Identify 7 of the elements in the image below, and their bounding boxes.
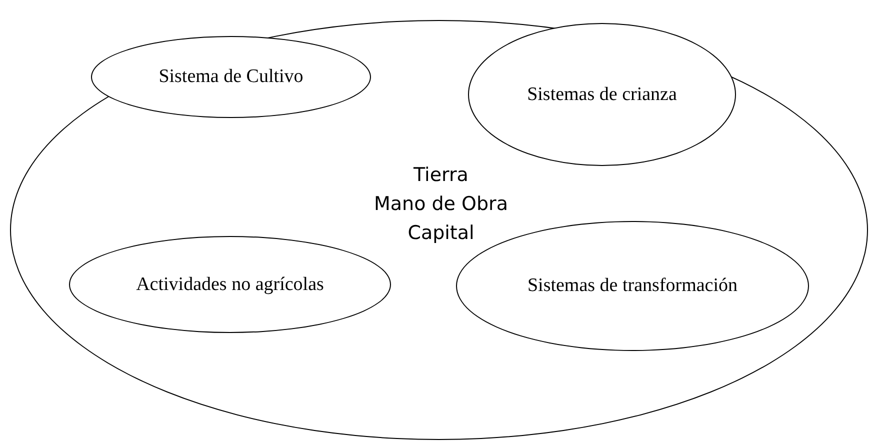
resource-label: Capital: [406, 221, 476, 246]
system-label: Actividades no agrícolas: [136, 274, 324, 296]
system-label: Sistemas de transformación: [527, 275, 738, 297]
resource-label: Tierra: [412, 163, 470, 188]
system-label: Sistemas de crianza: [527, 84, 677, 106]
resource-label: Mano de Obra: [372, 192, 509, 217]
system-label: Sistema de Cultivo: [158, 66, 304, 88]
